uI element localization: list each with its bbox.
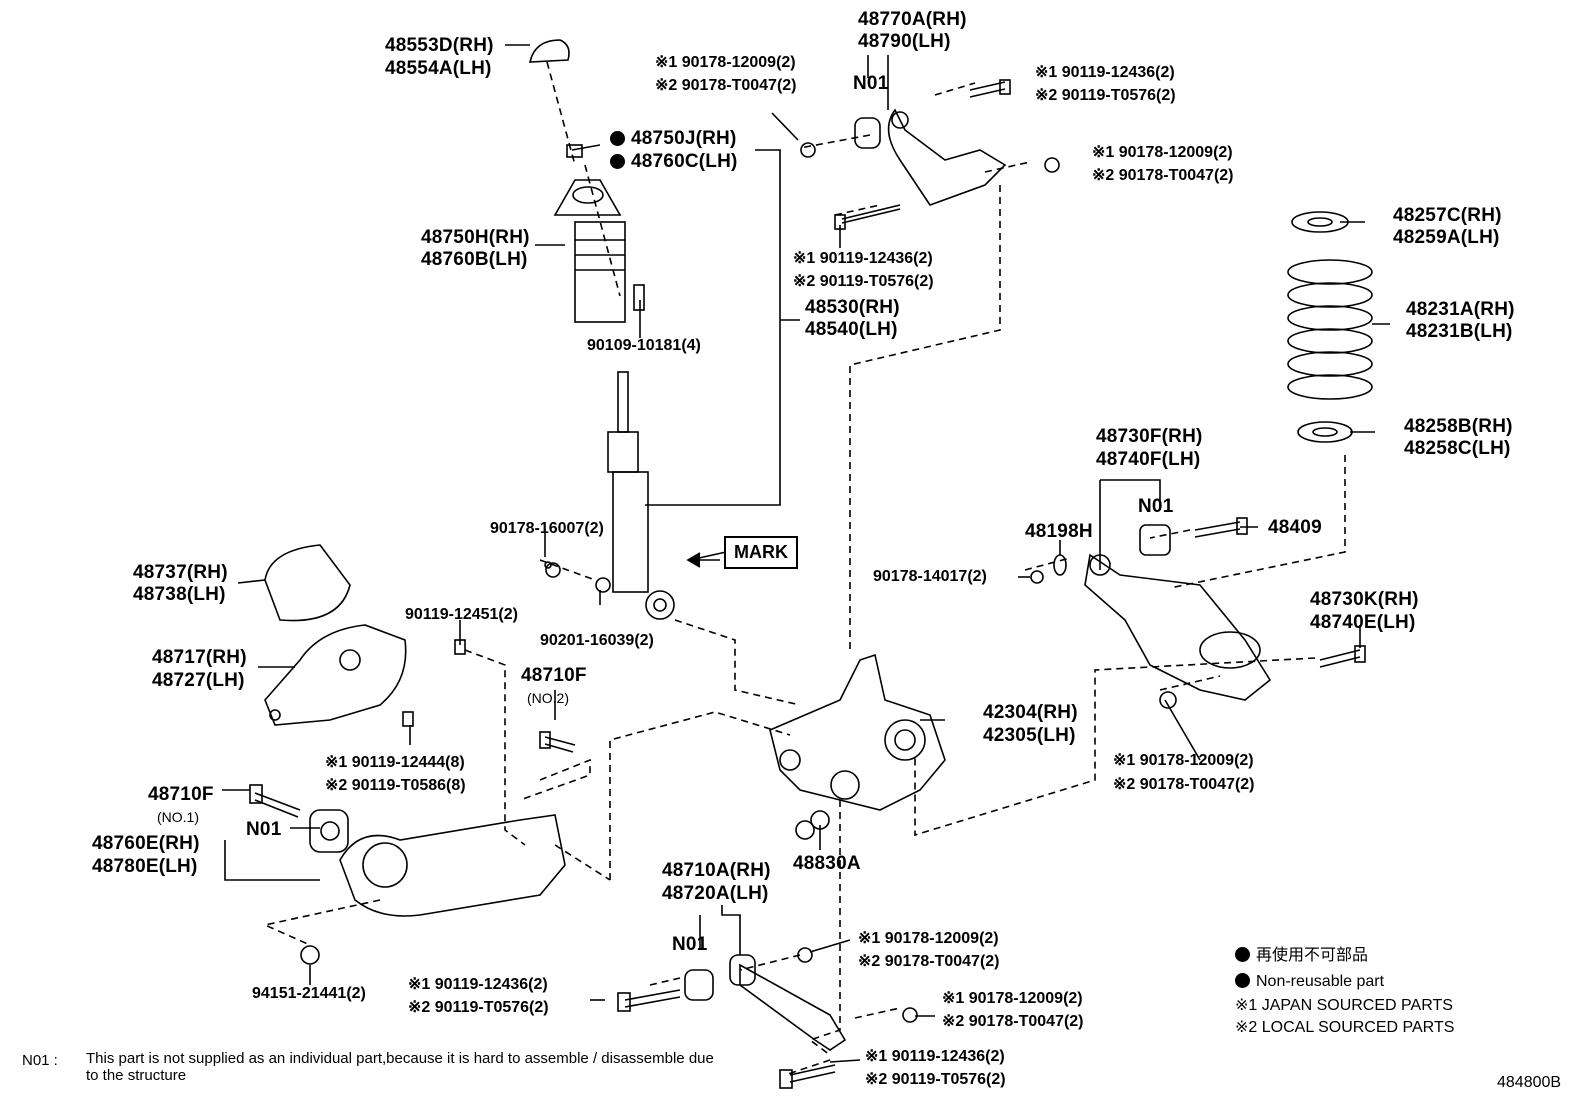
label-48231b: 48231B(LH) [1406,321,1513,342]
part-lateral-link [617,947,918,1089]
label-48710a: 48710A(RH) [662,860,771,881]
label-no2: (NO.2) [527,690,569,706]
label-48830a: 48830A [793,853,861,874]
legend-en: Non-reusable part [1235,971,1384,993]
label-90109: 90109-10181(4) [587,337,701,354]
label-90178-16007: 90178-16007(2) [490,520,604,537]
label-48409: 48409 [1268,517,1322,538]
label-48730k: 48730K(RH) [1310,589,1419,610]
label-cap4a: ※1 90119-12436(2) [793,250,933,267]
label-48727: 48727(LH) [152,670,245,691]
label-cap2a: ※1 90119-12436(2) [1035,64,1175,81]
part-coil-spring [1287,211,1373,443]
label-48738: 48738(LH) [133,584,226,605]
label-cap8a: ※1 90119-12436(2) [408,976,548,993]
label-42305: 42305(LH) [983,725,1076,746]
part-lower-control-arm [1030,517,1366,709]
legend-local-sourced: ※2 LOCAL SOURCED PARTS [1235,1019,1455,1036]
label-cap5a: ※1 90119-12444(8) [325,754,465,771]
label-48198h: 48198H [1025,521,1093,542]
part-upper-support [553,144,645,323]
label-cap1b: ※2 90178-T0047(2) [655,77,797,94]
non-reusable-dot-icon [1235,947,1250,962]
label-48740e: 48740E(LH) [1310,612,1416,633]
label-94151: 94151-21441(2) [252,985,366,1002]
label-cap9a: ※1 90178-12009(2) [942,990,1083,1007]
label-48710f-no1: 48710F [148,784,214,805]
label-cap3a: ※1 90178-12009(2) [1092,144,1233,161]
label-48258b: 48258B(RH) [1404,416,1513,437]
label-cap8b: ※2 90119-T0576(2) [408,999,549,1016]
part-knuckle [769,653,946,830]
label-cap1a: ※1 90178-12009(2) [655,54,796,71]
label-48760c: 48760C(LH) [610,150,738,173]
footnote-key: N01 : [22,1052,58,1069]
label-n01-right: N01 [1138,496,1174,517]
mark-callout: MARK [724,536,798,569]
label-48540: 48540(LH) [805,319,898,340]
label-cap7a: ※1 90178-12009(2) [858,930,999,947]
legend-jp: 再使用不可部品 [1235,945,1368,967]
label-48257c: 48257C(RH) [1393,205,1502,226]
label-48790: 48790(LH) [858,31,951,52]
part-washers [544,561,611,593]
label-n01-left: N01 [246,819,282,840]
label-48231a: 48231A(RH) [1406,299,1515,320]
label-48760e: 48760E(RH) [92,833,200,854]
label-cap7b: ※2 90178-T0047(2) [858,953,1000,970]
label-48259a: 48259A(LH) [1393,227,1500,248]
label-48780e: 48780E(LH) [92,856,198,877]
label-90119-12451: 90119-12451(2) [405,606,518,623]
label-cap2b: ※2 90119-T0576(2) [1035,87,1176,104]
leader-lines [222,44,1390,1063]
part-trailing-arm-cover [264,544,407,726]
legend-japan-sourced: ※1 JAPAN SOURCED PARTS [1235,997,1453,1014]
label-cap9b: ※2 90178-T0047(2) [942,1013,1084,1030]
label-n01-bottom: N01 [672,934,708,955]
label-cap6b: ※2 90178-T0047(2) [1113,776,1255,793]
part-trailing-arm [249,639,815,965]
label-42304: 42304(RH) [983,702,1078,723]
label-90178-14017: 90178-14017(2) [873,568,987,585]
label-no1: (NO.1) [157,809,199,825]
non-reusable-dot-icon [610,154,625,169]
label-cap10a: ※1 90119-12436(2) [865,1048,1005,1065]
label-48717: 48717(RH) [152,647,247,668]
label-48554a: 48554A(LH) [385,58,492,79]
label-48258c: 48258C(LH) [1404,438,1511,459]
label-48770a: 48770A(RH) [858,9,967,30]
part-shock-absorber [607,371,675,620]
label-cap5b: ※2 90119-T0586(8) [325,777,466,794]
non-reusable-dot-icon [1235,973,1250,988]
label-48553d: 48553D(RH) [385,35,494,56]
label-48530: 48530(RH) [805,297,900,318]
label-48710f-no2: 48710F [521,665,587,686]
non-reusable-dot-icon [610,131,625,146]
label-cap3b: ※2 90178-T0047(2) [1092,167,1234,184]
label-48737: 48737(RH) [133,562,228,583]
label-48750h: 48750H(RH) [421,227,530,248]
label-48760b: 48760B(LH) [421,249,528,270]
label-48720a: 48720A(LH) [662,883,769,904]
label-n01-top: N01 [853,73,889,94]
label-cap10b: ※2 90119-T0576(2) [865,1071,1006,1088]
label-cap6a: ※1 90178-12009(2) [1113,752,1254,769]
label-48750j: 48750J(RH) [610,127,737,150]
label-90201-16039: 90201-16039(2) [540,632,654,649]
footnote-text: This part is not supplied as an individu… [86,1050,714,1084]
part-upper-control-arm [800,79,1060,230]
assembly-dashed-lines [262,61,1346,1076]
part-strut-cap [528,39,570,63]
label-48730f: 48730F(RH) [1096,426,1203,447]
label-cap4b: ※2 90119-T0576(2) [793,273,934,290]
label-48740f: 48740F(LH) [1096,449,1201,470]
figure-id: 484800B [1497,1074,1562,1091]
